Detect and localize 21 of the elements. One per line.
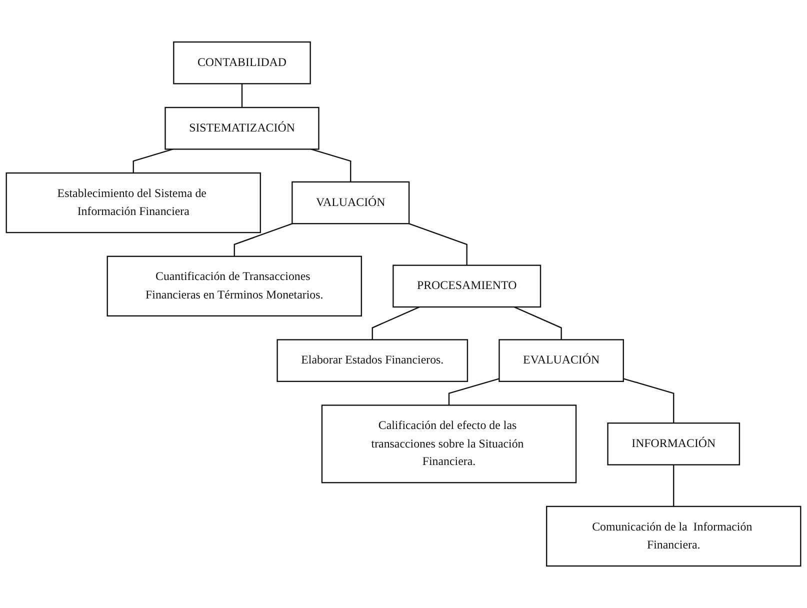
connector	[372, 306, 420, 340]
connector	[673, 464, 674, 506]
connector	[234, 223, 293, 256]
node-box: SISTEMATIZACIÓN	[164, 106, 320, 150]
node-box: CONTABILIDAD	[173, 41, 311, 84]
node-box: INFORMACIÓN	[607, 422, 740, 466]
node-box: Cuantificación de Transacciones Financieras en Términos Monetarios.	[106, 256, 362, 316]
connector	[241, 84, 243, 108]
node-box: Calificación del efecto de las transacciones sobre la Situación Financiera.	[321, 404, 577, 484]
node-box: VALUACIÓN	[292, 181, 410, 224]
connector	[408, 223, 468, 266]
connector	[310, 148, 352, 182]
node-box: Establecimiento del Sistema de Información Financiera	[6, 172, 261, 234]
node-box: EVALUACIÓN	[498, 339, 624, 382]
connector	[623, 378, 674, 424]
node-box: PROCESAMIENTO	[392, 264, 542, 308]
connector	[132, 148, 174, 173]
connector	[514, 306, 562, 340]
node-box: Elaborar Estados Financieros.	[276, 339, 468, 382]
connector	[448, 378, 500, 406]
node-box: Comunicación de la Información Financiera.	[546, 506, 802, 567]
